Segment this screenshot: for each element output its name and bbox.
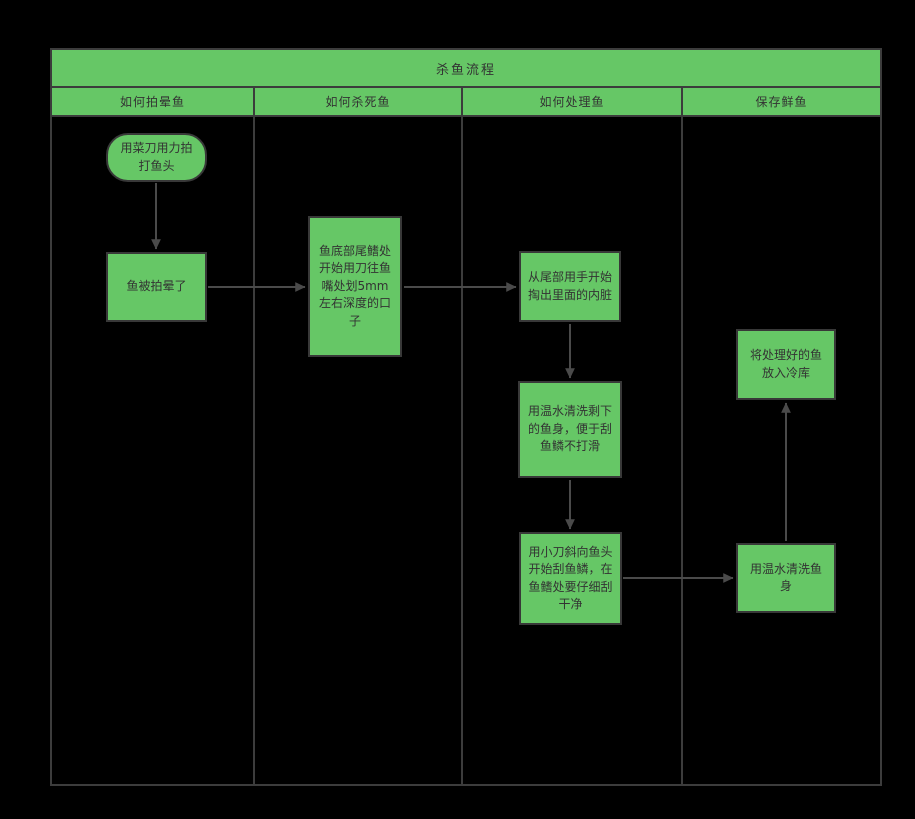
lane-header-process-fish[interactable]: 如何处理鱼 [461,88,681,115]
node-cut-belly[interactable]: 鱼底部尾鳍处开始用刀往鱼嘴处划5mm左右深度的口子 [308,216,402,357]
lane-header-kill-fish[interactable]: 如何杀死鱼 [253,88,461,115]
node-rinse-fish-body[interactable]: 用温水清洗鱼身 [736,543,836,613]
lane-header-row: 如何拍晕鱼 如何杀死鱼 如何处理鱼 保存鲜鱼 [52,88,880,117]
node-fish-stunned[interactable]: 鱼被拍晕了 [106,252,207,322]
lane-body-row [52,117,880,784]
lane-header-preserve-fish[interactable]: 保存鲜鱼 [681,88,880,115]
node-cold-storage[interactable]: 将处理好的鱼放入冷库 [736,329,836,400]
pool-title[interactable]: 杀鱼流程 [52,50,880,88]
lane-header-stun-fish[interactable]: 如何拍晕鱼 [52,88,253,115]
node-remove-guts[interactable]: 从尾部用手开始掏出里面的内脏 [519,251,621,322]
lane-preserve-fish [681,117,880,784]
lane-stun-fish [52,117,253,784]
node-scrape-scales[interactable]: 用小刀斜向鱼头开始刮鱼鳞，在鱼鳍处要仔细刮干净 [519,532,622,625]
node-warm-water-rinse[interactable]: 用温水清洗剩下的鱼身，便于刮鱼鳞不打滑 [518,381,622,478]
node-hit-fish-head[interactable]: 用菜刀用力拍打鱼头 [106,133,207,182]
